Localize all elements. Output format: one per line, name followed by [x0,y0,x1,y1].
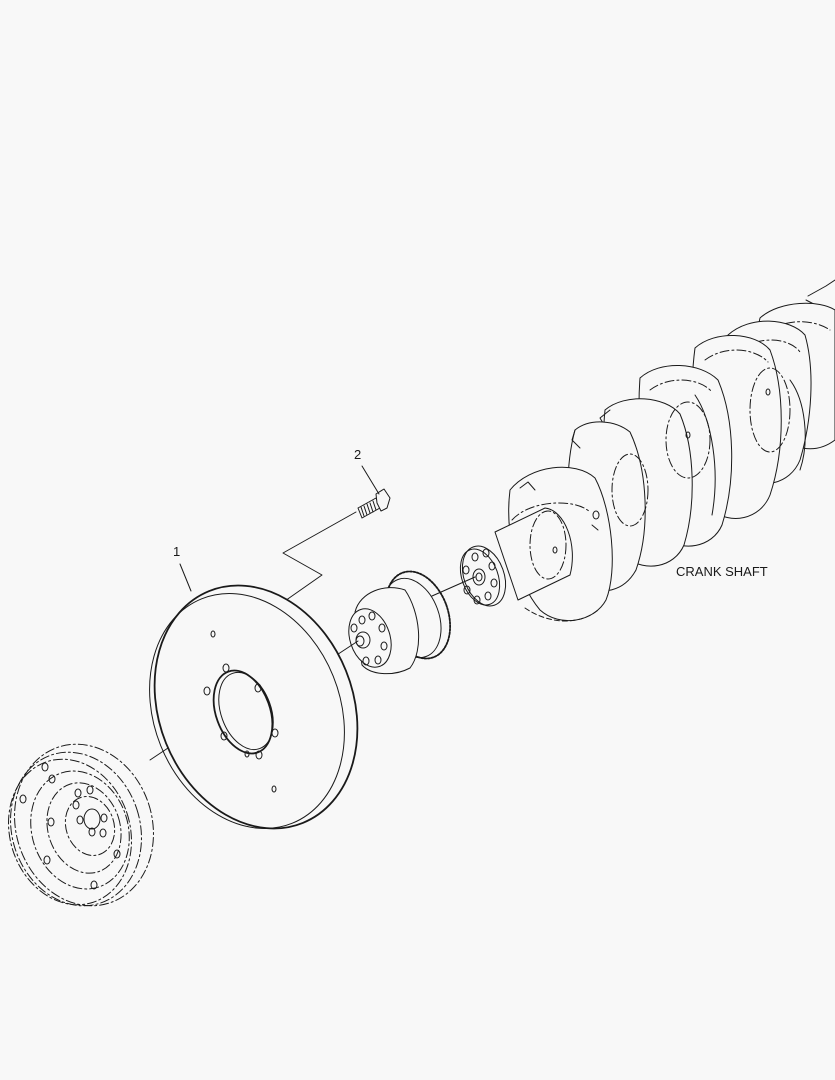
callout-leader-2 [361,465,380,495]
damper-plate [149,584,359,830]
callout-1: 1 [173,544,181,559]
crankshaft [494,279,835,622]
bolt [357,488,391,519]
centerline [431,576,476,597]
pulley-holes [19,762,121,890]
plate-holes [203,630,279,793]
hub-holes [350,611,388,666]
flange-holes [462,548,498,605]
callout-leader-1 [179,563,192,592]
centerline [149,747,169,761]
crank-shaft-label: CRANK SHAFT [676,564,768,579]
crank-flange-plate [459,545,507,607]
bolt-guide-line [271,511,357,611]
callout-2: 2 [354,447,362,462]
crank-nose [494,507,599,622]
damper-pulley [8,743,154,907]
crank-gear-hub [348,570,452,675]
